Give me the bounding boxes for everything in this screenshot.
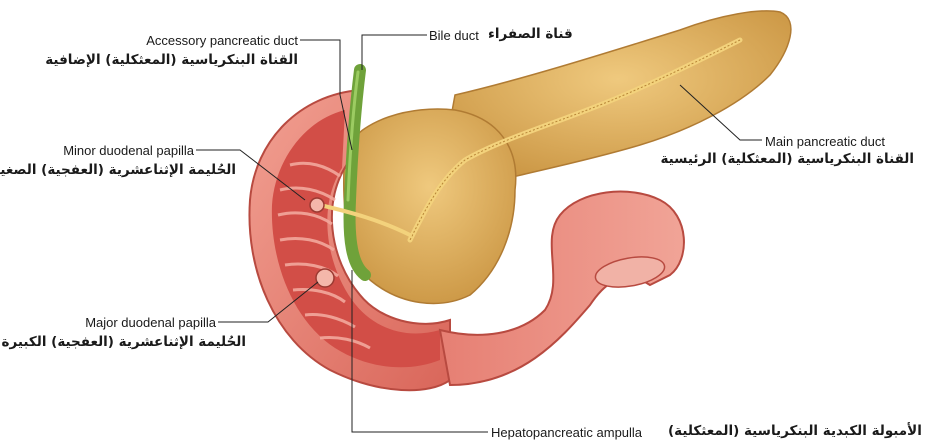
label-minor-papilla-ar: الحُليمة الإثناعشرية (العفجية) الصغيرة	[0, 164, 236, 178]
label-main-duct-ar: القناة البنكرياسية (المعثكلية) الرئيسية	[660, 153, 914, 167]
label-major-papilla-en: Major duodenal papilla	[85, 316, 216, 329]
label-main-duct-en: Main pancreatic duct	[765, 135, 885, 148]
label-ampulla-en: Hepatopancreatic ampulla	[491, 426, 642, 439]
minor-duodenal-papilla	[310, 198, 324, 212]
label-ampulla-ar: الأمبولة الكبدية البنكرياسية (المعثكلية)	[668, 425, 922, 439]
label-major-papilla-ar: الحُليمة الإثناعشرية (العفجية) الكبيرة	[2, 336, 246, 350]
label-bile-duct-ar: قناة الصفراء	[488, 28, 573, 42]
leader-bile-duct	[362, 35, 427, 70]
label-accessory-duct-ar: القناة البنكرياسية (المعثكلية) الإضافية	[45, 54, 298, 68]
label-bile-duct-en: Bile duct	[429, 29, 479, 42]
label-minor-papilla-en: Minor duodenal papilla	[63, 144, 194, 157]
label-accessory-duct-en: Accessory pancreatic duct	[146, 34, 298, 47]
major-duodenal-papilla	[316, 269, 334, 287]
